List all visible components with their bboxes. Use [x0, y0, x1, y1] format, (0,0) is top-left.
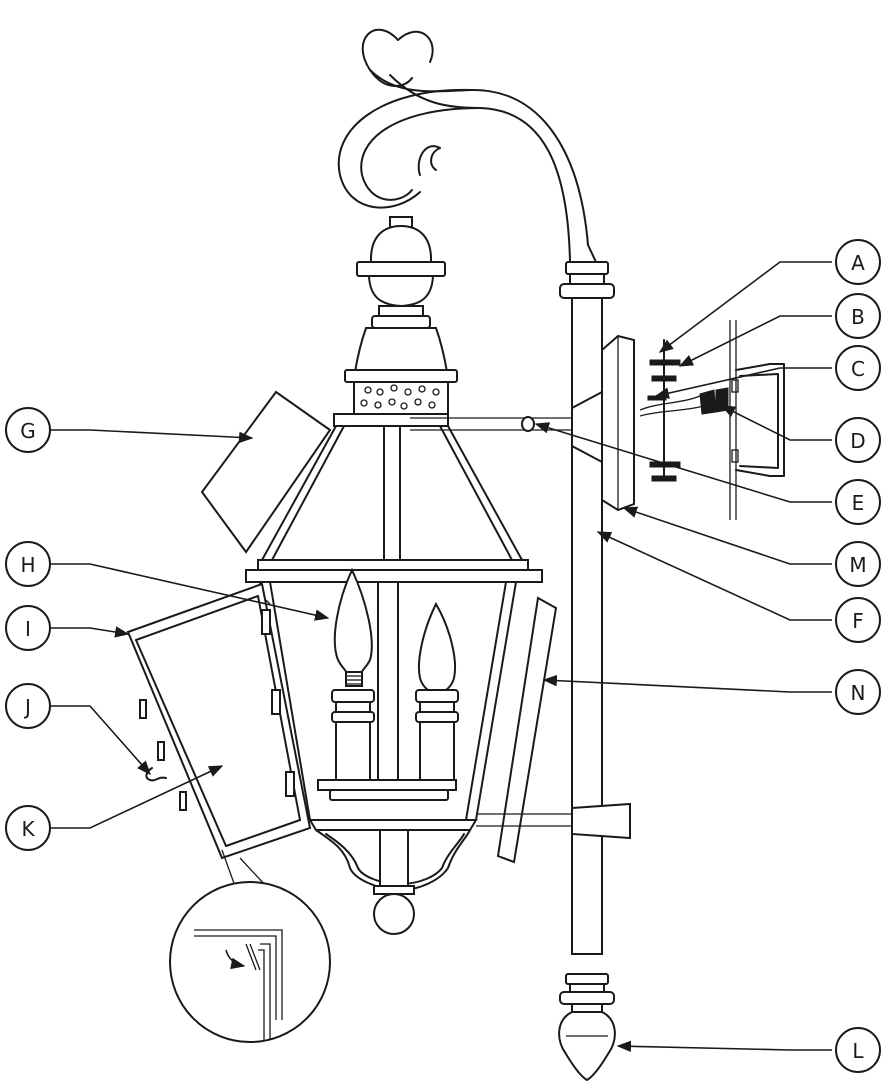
callout-M: M: [835, 541, 881, 587]
lantern-finial: [344, 216, 458, 383]
candle-sockets: [331, 689, 459, 781]
callout-label-K: K: [21, 817, 35, 841]
callout-label-B: B: [851, 305, 865, 329]
callout-B: B: [835, 293, 881, 339]
callout-label-C: C: [851, 357, 865, 381]
callout-I: I: [5, 605, 51, 651]
mounting-hardware: [639, 339, 729, 482]
lantern-door-open: [126, 582, 312, 860]
callout-label-E: E: [852, 491, 865, 515]
leader-lines: [50, 261, 832, 1053]
glass-panel-roof: [200, 390, 332, 554]
vent-chimney: [353, 381, 449, 415]
detail-magnifier: [169, 849, 331, 1043]
junction-box: [729, 320, 785, 520]
wall-canopy: [571, 334, 635, 512]
callout-C: C: [835, 345, 881, 391]
callout-E: E: [835, 479, 881, 525]
callout-label-J: J: [23, 695, 31, 719]
callout-L: L: [835, 1027, 881, 1073]
callout-D: D: [835, 417, 881, 463]
callout-label-A: A: [851, 251, 865, 275]
callout-label-N: N: [851, 681, 866, 705]
glass-panel-side: [496, 596, 558, 864]
callout-N: N: [835, 669, 881, 715]
callout-label-M: M: [849, 553, 866, 577]
callout-H: H: [5, 541, 51, 587]
callout-A: A: [835, 239, 881, 285]
callout-label-F: F: [852, 609, 864, 633]
lantern-body: [259, 581, 517, 935]
bottom-finial: [558, 973, 616, 1082]
candle-bulbs: [333, 567, 456, 691]
callout-label-H: H: [20, 553, 35, 577]
callout-J: J: [5, 683, 51, 729]
callout-label-I: I: [25, 617, 31, 641]
callout-label-G: G: [20, 419, 36, 443]
callout-label-L: L: [852, 1039, 864, 1063]
lantern-roof: [245, 413, 543, 583]
callout-K: K: [5, 805, 51, 851]
callout-F: F: [835, 597, 881, 643]
callout-G: G: [5, 407, 51, 453]
scroll-arm: [337, 28, 597, 263]
callout-label-D: D: [850, 429, 865, 453]
